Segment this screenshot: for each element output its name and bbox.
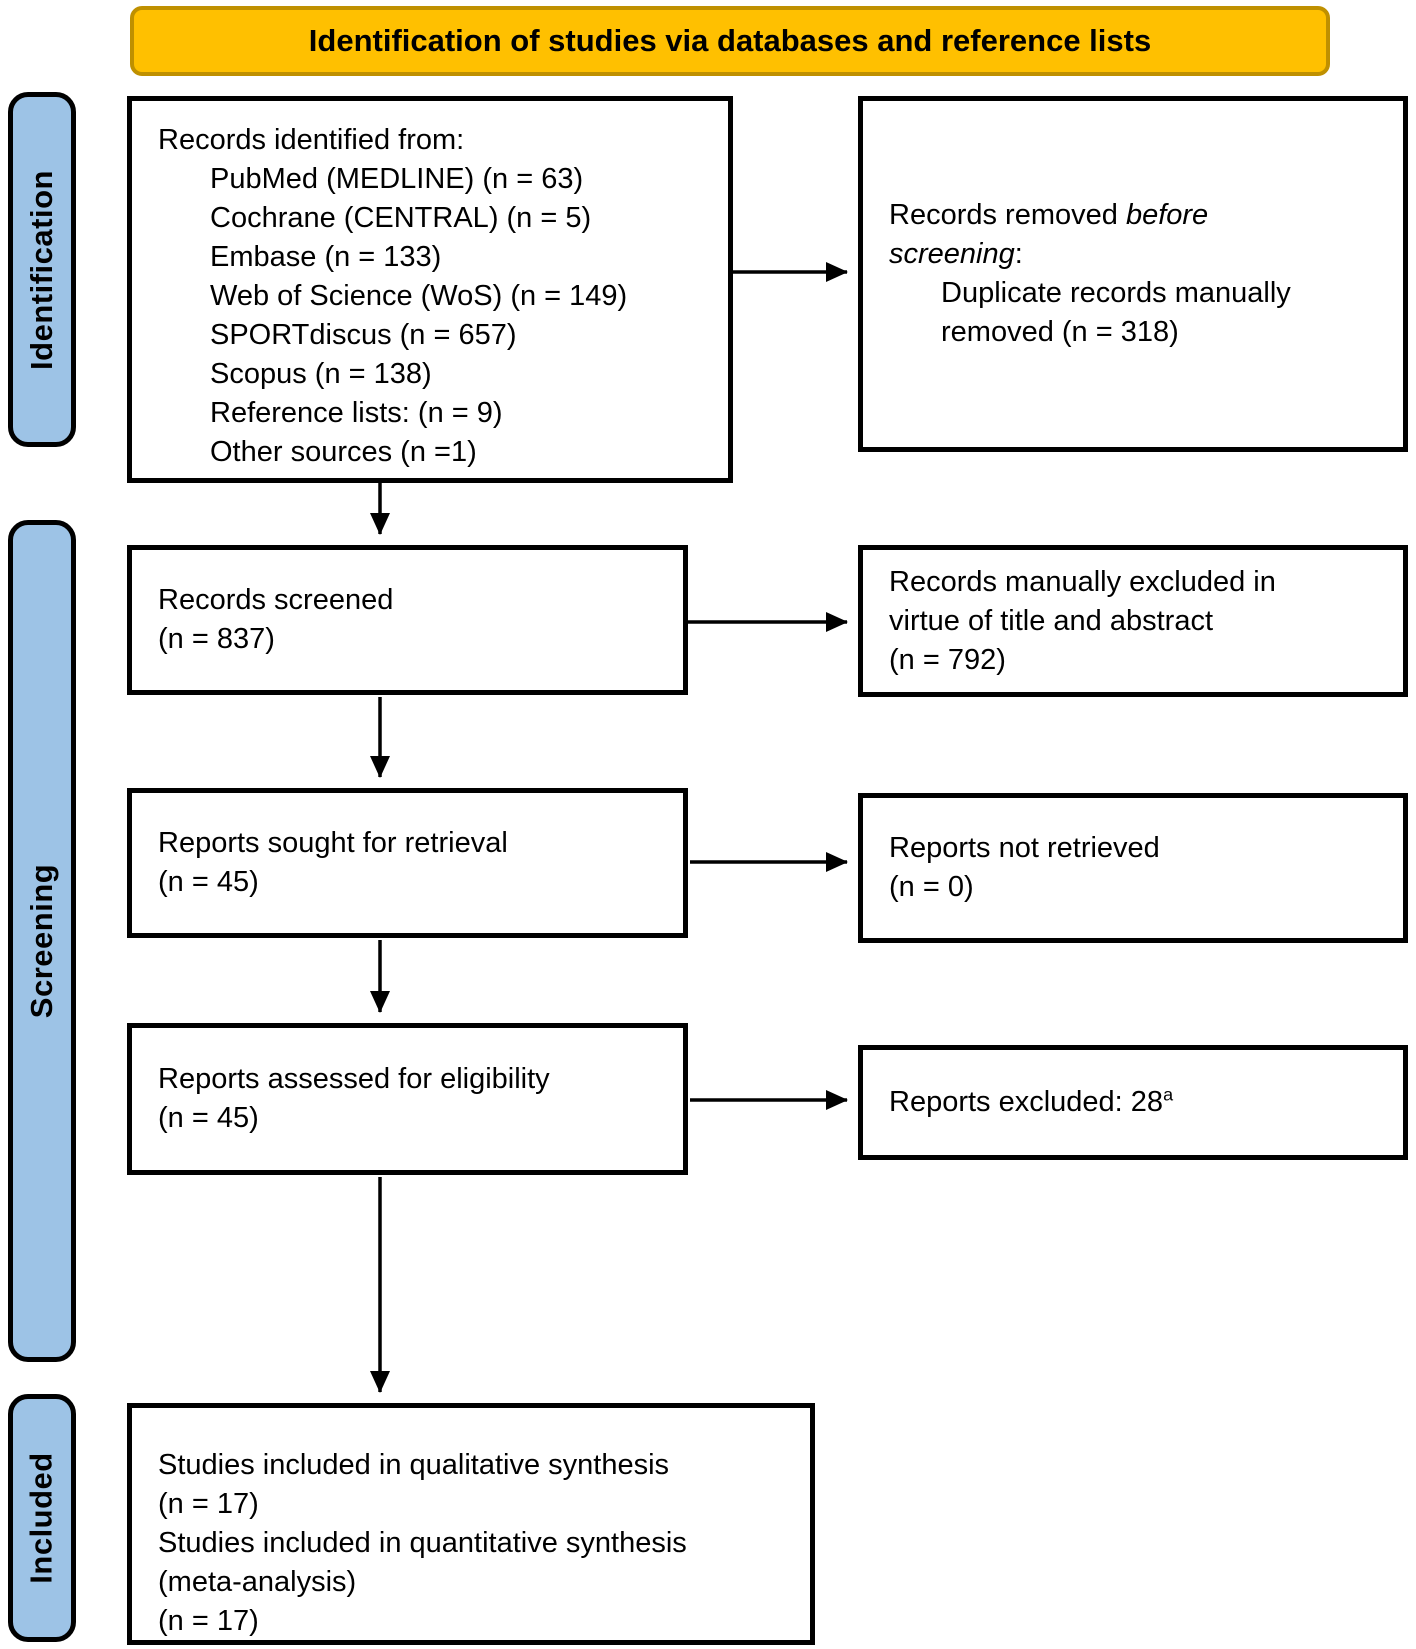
reports-excluded-footnote-marker: a: [1163, 1084, 1174, 1105]
diagram-title: Identification of studies via databases …: [308, 23, 1152, 58]
reports-sought-text: Reports sought for retrieval: [158, 827, 508, 859]
source-web-of-science: Web of Science (WoS) (n = 149): [210, 280, 628, 312]
included-qualitative-text: Studies included in qualitative synthesi…: [158, 1449, 670, 1481]
source-scopus: Scopus (n = 138): [210, 358, 432, 390]
records-removed-italic: before screening: [889, 199, 1209, 270]
included-meta-analysis-text: (meta-analysis): [158, 1566, 357, 1598]
source-reference-lists: Reference lists: (n = 9): [210, 397, 503, 429]
records-excluded-count: (n = 792): [889, 643, 1006, 676]
source-embase: Embase (n = 133): [210, 241, 442, 273]
source-sportdiscus: SPORTdiscus (n = 657): [210, 319, 517, 351]
reports-assessed-text: Reports assessed for eligibility: [158, 1063, 550, 1095]
records-excluded-text: Records manually excluded in virtue of t…: [889, 565, 1276, 637]
box-reports-sought: Reports sought for retrieval (n = 45): [127, 788, 688, 938]
source-cochrane: Cochrane (CENTRAL) (n = 5): [210, 202, 592, 234]
stage-screening: Screening: [8, 520, 76, 1362]
records-screened-count: (n = 837): [158, 623, 275, 655]
stage-included: Included: [8, 1394, 76, 1642]
records-identified-title: Records identified from:: [158, 124, 465, 156]
stage-identification: Identification: [8, 92, 76, 447]
reports-excluded-text: Reports excluded: 28a: [889, 1083, 1173, 1122]
box-records-removed: Records removed before screening: Duplic…: [858, 96, 1408, 452]
reports-not-retrieved-count: (n = 0): [889, 871, 974, 903]
duplicates-removed: Duplicate records manually removed (n = …: [941, 277, 1291, 348]
included-quantitative-count: (n = 17): [158, 1605, 259, 1637]
stage-screening-label: Screening: [24, 863, 60, 1019]
source-other: Other sources (n =1): [210, 436, 477, 468]
source-pubmed: PubMed (MEDLINE) (n = 63): [210, 163, 584, 195]
box-studies-included: Studies included in qualitative synthesi…: [127, 1403, 815, 1645]
reports-excluded-value: Reports excluded: 28: [889, 1086, 1164, 1118]
reports-sought-count: (n = 45): [158, 866, 259, 898]
box-records-excluded-title-abstract: Records manually excluded in virtue of t…: [858, 545, 1408, 697]
box-reports-not-retrieved: Reports not retrieved (n = 0): [858, 793, 1408, 943]
records-screened-text: Records screened: [158, 584, 394, 616]
records-removed-title: Records removed before screening:: [889, 196, 1347, 274]
included-qualitative-count: (n = 17): [158, 1488, 259, 1520]
stage-identification-label: Identification: [24, 169, 60, 370]
box-records-identified: Records identified from: PubMed (MEDLINE…: [127, 96, 733, 483]
included-quantitative-text: Studies included in quantitative synthes…: [158, 1527, 687, 1559]
records-removed-prefix: Records removed: [889, 199, 1126, 231]
stage-included-label: Included: [24, 1452, 60, 1584]
box-records-screened: Records screened (n = 837): [127, 545, 688, 695]
reports-assessed-count: (n = 45): [158, 1102, 259, 1134]
diagram-title-banner: Identification of studies via databases …: [130, 6, 1330, 76]
records-removed-colon: :: [1014, 238, 1023, 270]
box-reports-assessed: Reports assessed for eligibility (n = 45…: [127, 1023, 688, 1175]
reports-not-retrieved-text: Reports not retrieved: [889, 832, 1160, 864]
box-reports-excluded: Reports excluded: 28a: [858, 1045, 1408, 1160]
